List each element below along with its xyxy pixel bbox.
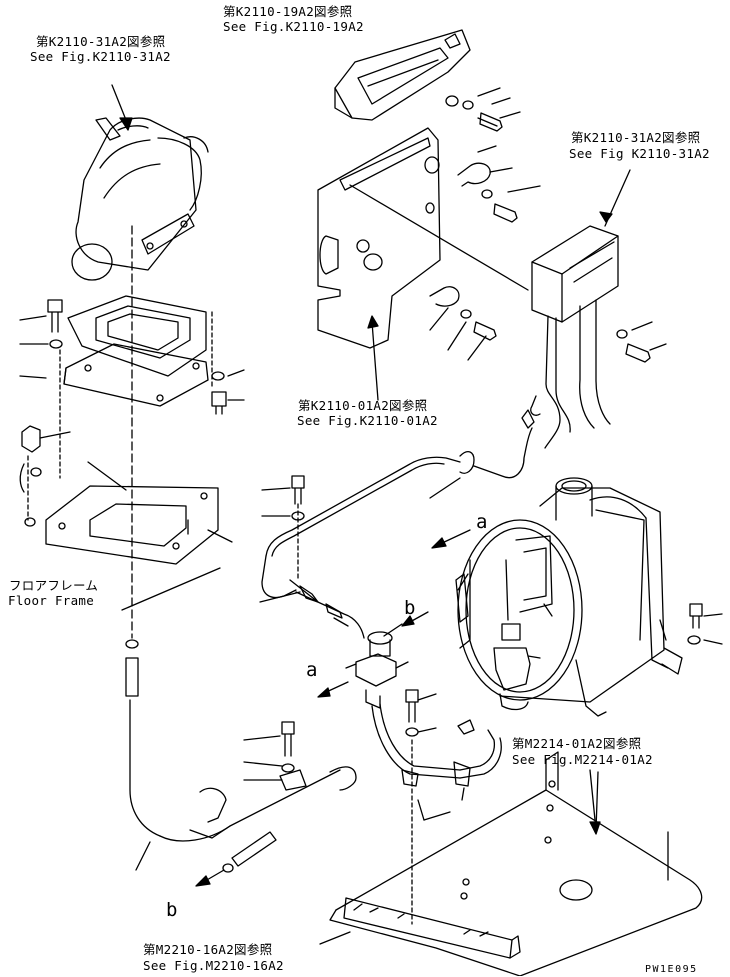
ref-m2210-16a2-en: See Fig.M2210-16A2 xyxy=(143,958,284,973)
ref-k2110-31a2-right-en: See Fig K2110-31A2 xyxy=(569,146,710,161)
harness-pipe xyxy=(260,428,532,638)
bracket-washers-bolts xyxy=(446,88,520,131)
water-tank xyxy=(432,478,722,716)
base-frame xyxy=(320,752,702,976)
adapter-duct xyxy=(64,296,208,406)
ref-m2214-01a2-en: See Fig.M2214-01A2 xyxy=(512,752,653,767)
ref-m2214-01a2-jp: 第M2214-01A2図参照 xyxy=(512,736,642,751)
vertical-drain-hose xyxy=(126,226,356,886)
ref-k2110-19a2-jp: 第K2110-19A2図参照 xyxy=(223,4,353,19)
floor-frame-outline xyxy=(122,520,220,610)
plate-clamps xyxy=(430,146,540,360)
left-fasteners xyxy=(20,300,244,526)
ref-k2110-01a2-en: See Fig.K2110-01A2 xyxy=(297,413,438,428)
upper-bracket xyxy=(335,30,470,120)
view-mark-a-lower: a xyxy=(306,659,318,681)
view-mark-a-upper: a xyxy=(476,511,488,533)
ref-k2110-31a2-left-jp: 第K2110-31A2図参照 xyxy=(36,34,166,49)
water-valve xyxy=(318,612,428,708)
relay-box xyxy=(522,170,666,448)
ref-k2110-31a2-right-jp: 第K2110-31A2図参照 xyxy=(571,130,701,145)
ref-k2110-19a2-en: See Fig.K2110-19A2 xyxy=(223,19,364,34)
floor-frame-jp: フロアフレーム xyxy=(9,578,99,593)
floor-frame-en: Floor Frame xyxy=(8,593,95,608)
view-mark-b-lower: b xyxy=(166,899,178,921)
heater-hose-lower xyxy=(372,704,501,820)
ref-m2210-16a2-jp: 第M2210-16A2図参照 xyxy=(143,942,273,957)
gasket-plate xyxy=(46,462,232,564)
filter-canister xyxy=(72,85,208,280)
lower-left-fasteners xyxy=(244,722,306,790)
ref-k2110-31a2-left-en: See Fig.K2110-31A2 xyxy=(30,49,171,64)
drawing-code: PW1E095 xyxy=(645,964,698,975)
center-fasteners xyxy=(262,476,474,924)
ref-k2110-01a2-jp: 第K2110-01A2図参照 xyxy=(298,398,428,413)
mounting-plate xyxy=(318,128,528,348)
callout-leaders xyxy=(120,118,612,834)
view-mark-b-upper: b xyxy=(404,597,416,619)
